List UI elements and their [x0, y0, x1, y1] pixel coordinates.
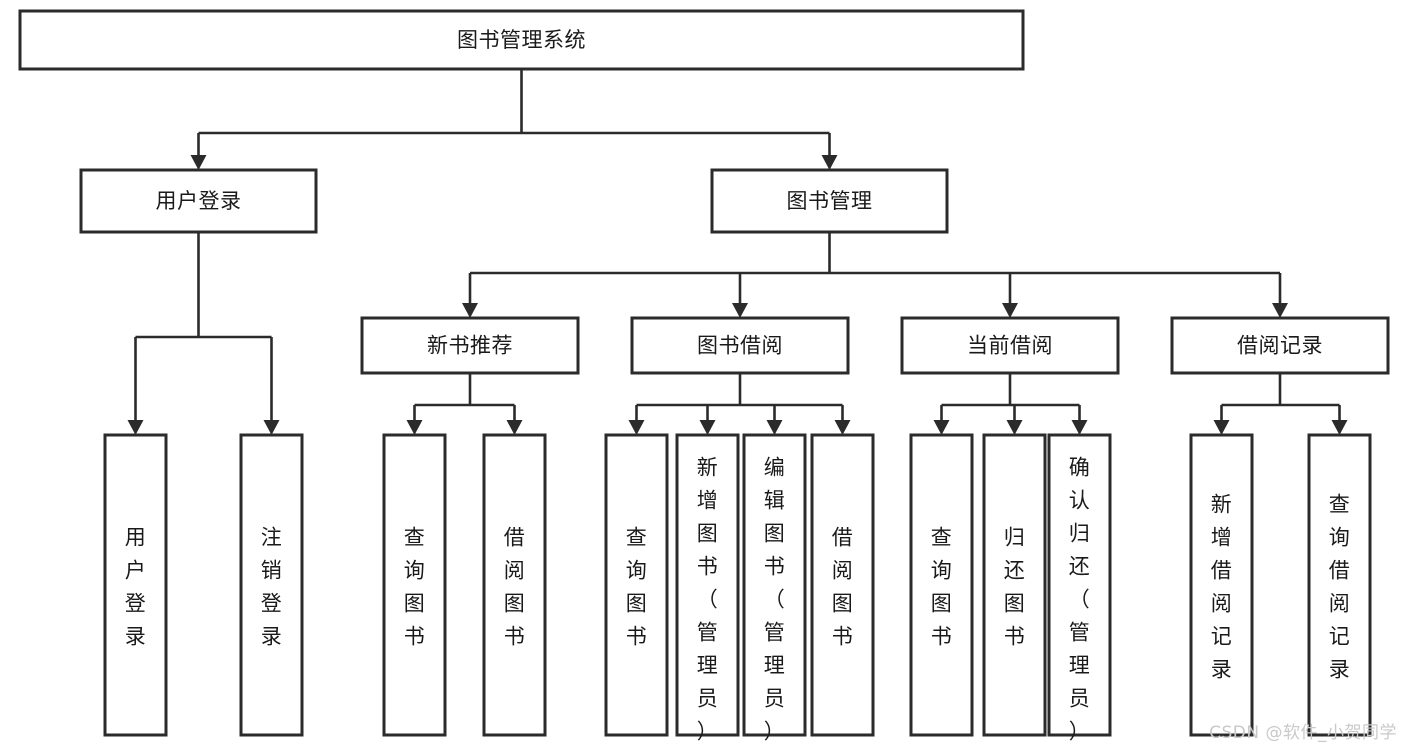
node-box[interactable]	[742, 433, 807, 737]
arrow-head-icon	[462, 303, 478, 318]
arrow-head-icon	[821, 155, 838, 170]
node-label: 新书推荐	[427, 334, 513, 358]
leaf-node-11[interactable]: 新增借阅记录	[1189, 433, 1254, 737]
node-box[interactable]	[982, 433, 1047, 737]
arrow-head-icon	[263, 420, 280, 435]
level3-node-1[interactable]: 图书借阅	[630, 316, 850, 375]
node-label: 图书管理	[787, 189, 873, 213]
node-box[interactable]	[482, 433, 547, 737]
node-label: 查询借阅记录	[1329, 493, 1351, 682]
arrow-head-icon	[699, 420, 716, 435]
node-label: 图书管理系统	[457, 28, 586, 52]
level3-node-2[interactable]: 当前借阅	[900, 316, 1120, 375]
arrow-head-icon	[732, 303, 748, 318]
level2-node-1[interactable]: 图书管理	[710, 168, 949, 234]
node-box[interactable]	[1189, 433, 1254, 737]
arrow-head-icon	[406, 420, 423, 435]
leaf-node-12[interactable]: 查询借阅记录	[1307, 433, 1372, 737]
leaf-node-2[interactable]: 查询图书	[382, 433, 447, 737]
csdn-watermark: CSDN @软件_小贺同学	[1209, 723, 1397, 743]
node-box[interactable]	[103, 433, 168, 737]
node-label: 新增图书（管理员）	[697, 456, 719, 744]
node-box[interactable]	[900, 316, 1120, 375]
arrow-head-icon	[628, 420, 645, 435]
node-box[interactable]	[79, 168, 318, 234]
node-box[interactable]	[675, 433, 740, 737]
node-box[interactable]	[1170, 316, 1390, 375]
node-box[interactable]	[382, 433, 447, 737]
node-label: 当前借阅	[967, 334, 1053, 358]
node-label: 用户登录	[125, 526, 147, 649]
node-label: 查询图书	[931, 526, 953, 649]
leaf-node-0[interactable]: 用户登录	[103, 433, 168, 737]
node-label: 查询图书	[626, 526, 648, 649]
arrow-head-icon	[127, 420, 144, 435]
node-label: 新增借阅记录	[1211, 493, 1233, 682]
level3-node-0[interactable]: 新书推荐	[360, 316, 580, 375]
leaf-node-3[interactable]: 借阅图书	[482, 433, 547, 737]
level3-node-3[interactable]: 借阅记录	[1170, 316, 1390, 375]
leaf-node-9[interactable]: 归还图书	[982, 433, 1047, 737]
arrow-head-icon	[1331, 420, 1348, 435]
leaf-node-6[interactable]: 编辑图书（管理员）	[742, 433, 807, 744]
node-label: 借阅图书	[504, 526, 526, 649]
arrow-head-icon	[834, 420, 851, 435]
node-layer: 图书管理系统用户登录图书管理新书推荐图书借阅当前借阅借阅记录用户登录注销登录查询…	[18, 9, 1390, 744]
node-label: 注销登录	[261, 526, 283, 649]
arrow-head-icon	[933, 420, 950, 435]
level2-node-0[interactable]: 用户登录	[79, 168, 318, 234]
arrow-head-icon	[766, 420, 783, 435]
leaf-node-10[interactable]: 确认归还（管理员）	[1047, 433, 1112, 744]
arrow-head-icon	[1272, 303, 1288, 318]
node-label: 借阅图书	[832, 526, 854, 649]
node-box[interactable]	[1307, 433, 1372, 737]
node-box[interactable]	[710, 168, 949, 234]
root-node-book-management-system[interactable]: 图书管理系统	[18, 9, 1025, 71]
node-box[interactable]	[909, 433, 974, 737]
arrow-head-icon	[506, 420, 523, 435]
leaf-node-7[interactable]: 借阅图书	[810, 433, 875, 737]
arrow-head-icon	[1002, 303, 1018, 318]
node-box[interactable]	[630, 316, 850, 375]
node-box[interactable]	[604, 433, 669, 737]
connector-layer	[127, 69, 1348, 435]
leaf-node-8[interactable]: 查询图书	[909, 433, 974, 737]
node-label: 归还图书	[1004, 526, 1026, 649]
arrow-head-icon	[1006, 420, 1023, 435]
node-label: 用户登录	[156, 189, 242, 213]
arrow-head-icon	[1071, 420, 1088, 435]
arrow-head-icon	[1213, 420, 1230, 435]
node-box[interactable]	[360, 316, 580, 375]
node-label: 图书借阅	[697, 334, 783, 358]
node-box[interactable]	[18, 9, 1025, 71]
node-label: 编辑图书（管理员）	[764, 456, 786, 744]
leaf-node-1[interactable]: 注销登录	[239, 433, 304, 737]
arrow-head-icon	[190, 155, 207, 170]
leaf-node-5[interactable]: 新增图书（管理员）	[675, 433, 740, 744]
leaf-node-4[interactable]: 查询图书	[604, 433, 669, 737]
node-label: 借阅记录	[1237, 334, 1323, 358]
node-box[interactable]	[1047, 433, 1112, 737]
node-box[interactable]	[239, 433, 304, 737]
node-label: 确认归还（管理员）	[1069, 456, 1091, 744]
node-label: 查询图书	[404, 526, 426, 649]
node-box[interactable]	[810, 433, 875, 737]
